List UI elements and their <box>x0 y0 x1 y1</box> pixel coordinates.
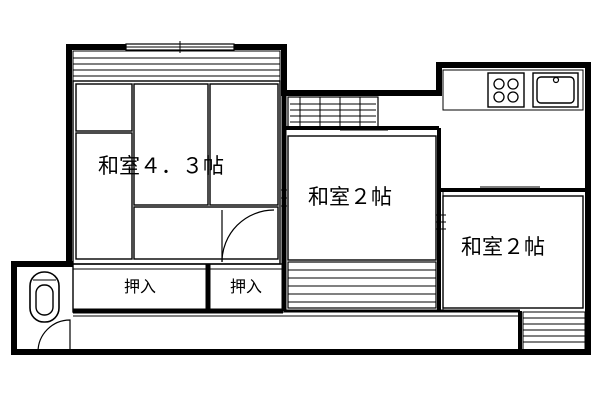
exterior-walls <box>11 44 591 355</box>
toilet-icon <box>29 271 71 353</box>
room-label-washitsu-2-right: 和室２帖 <box>461 235 545 259</box>
room-washitsu-2-right <box>436 186 588 352</box>
room-label-washitsu-4-3: 和室４．３帖 <box>98 154 224 178</box>
hallway <box>287 96 379 129</box>
kitchen <box>442 69 584 111</box>
room-washitsu-4-3 <box>72 50 281 265</box>
kitchen-sink-icon <box>532 72 579 108</box>
closet-label-right: 押入 <box>230 277 262 296</box>
room-label-washitsu-2-middle: 和室２帖 <box>308 185 392 209</box>
gas-stove-icon <box>487 72 525 108</box>
closet-label-left: 押入 <box>124 277 156 296</box>
room-washitsu-2-middle <box>281 93 520 313</box>
